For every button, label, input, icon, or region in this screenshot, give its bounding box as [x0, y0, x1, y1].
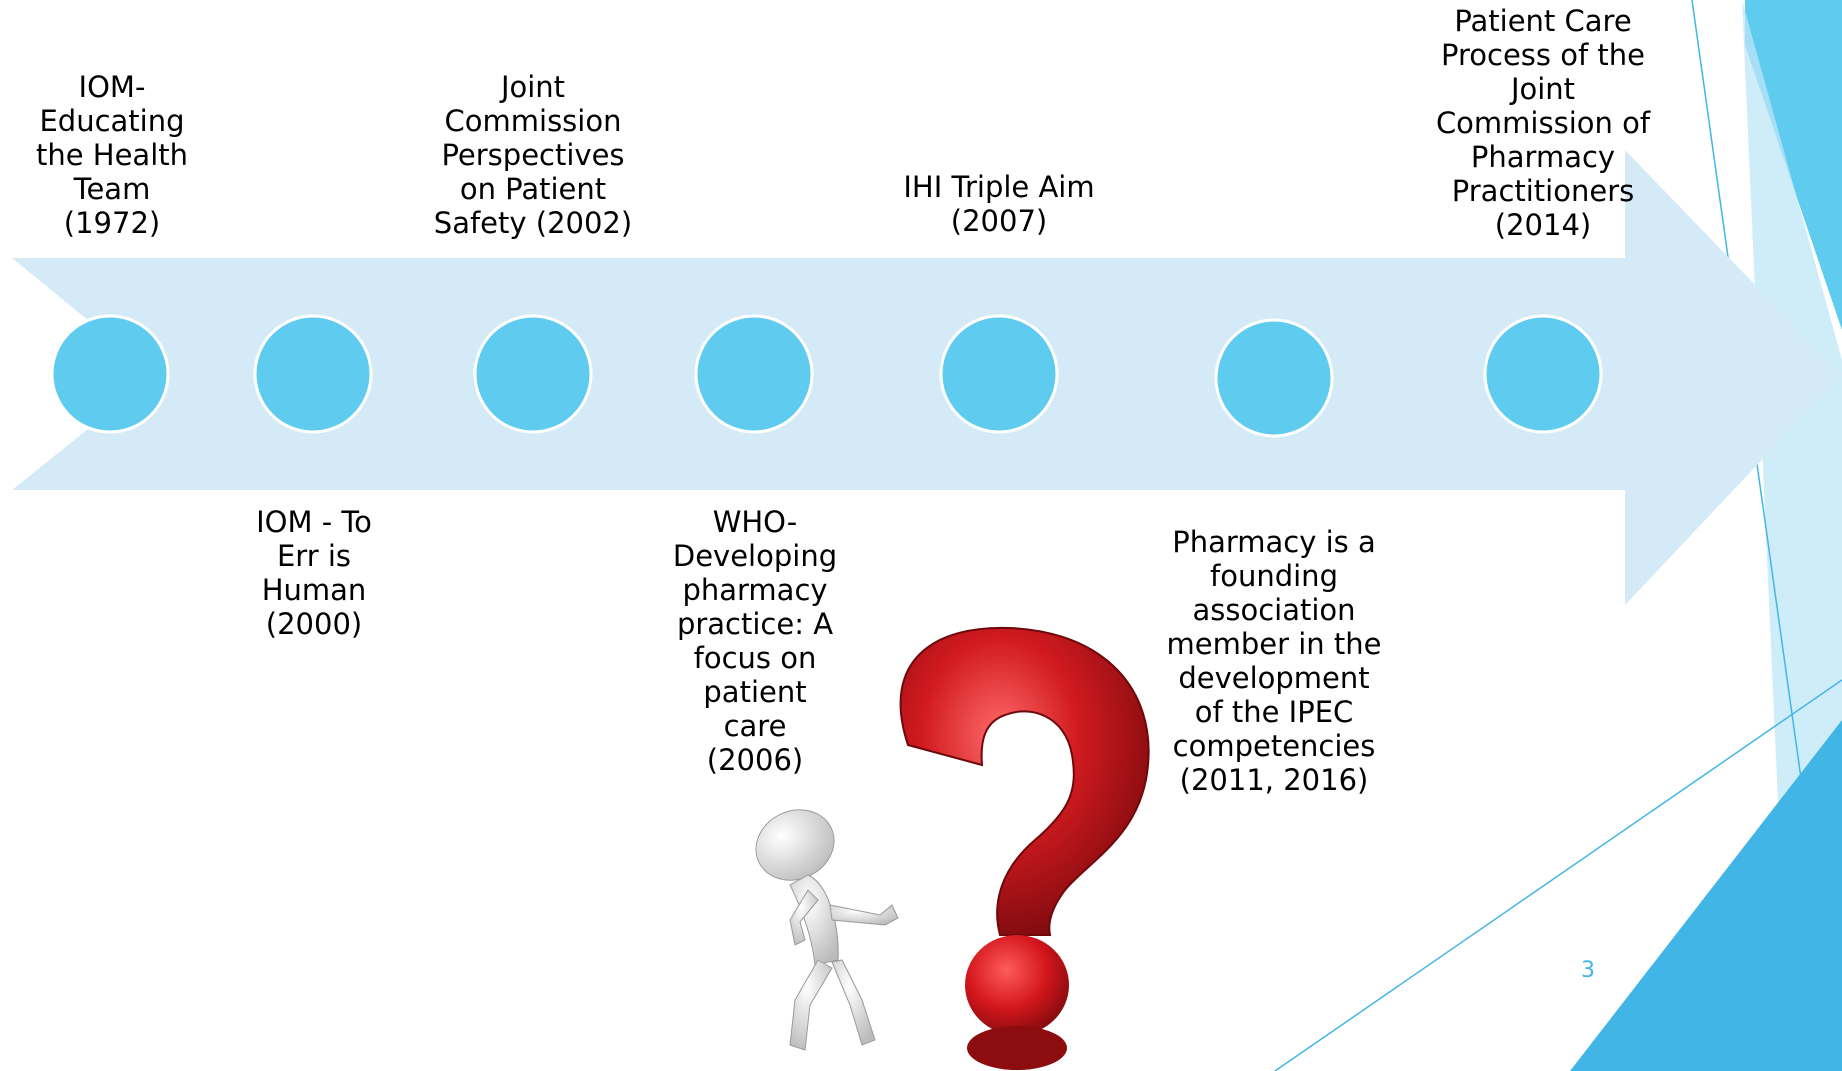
timeline-marker: [694, 314, 814, 434]
corner-shape-top: [1745, 0, 1842, 330]
timeline-marker: [253, 314, 373, 434]
decor-line-1: [1691, 0, 1842, 1071]
timeline-marker: [473, 314, 593, 434]
decorative-corner-shapes: [1274, 0, 1842, 1071]
event-label: WHO- Developing pharmacy practice: A foc…: [672, 505, 838, 777]
decor-line-2: [1274, 679, 1842, 1071]
person-figure-icon: [755, 809, 899, 1051]
timeline-markers: [50, 314, 1603, 438]
timeline-arrow: [12, 150, 1842, 605]
timeline-marker: [1214, 318, 1334, 438]
event-label: IHI Triple Aim (2007): [903, 170, 1095, 238]
event-label: Patient Care Process of the Joint Commis…: [1435, 4, 1651, 242]
event-label: IOM - To Err is Human (2000): [256, 505, 372, 641]
event-label: IOM- Educating the Health Team (1972): [35, 70, 189, 240]
timeline-marker: [939, 314, 1059, 434]
timeline-marker: [1483, 314, 1603, 434]
corner-shape-bottom: [1570, 720, 1842, 1071]
event-label: Joint Commission Perspectives on Patient…: [433, 70, 633, 240]
question-mark-icon: [899, 626, 1150, 1070]
slide-number: 3: [1581, 958, 1595, 983]
timeline-marker: [50, 314, 170, 434]
event-label: Pharmacy is a founding association membe…: [1166, 525, 1382, 797]
